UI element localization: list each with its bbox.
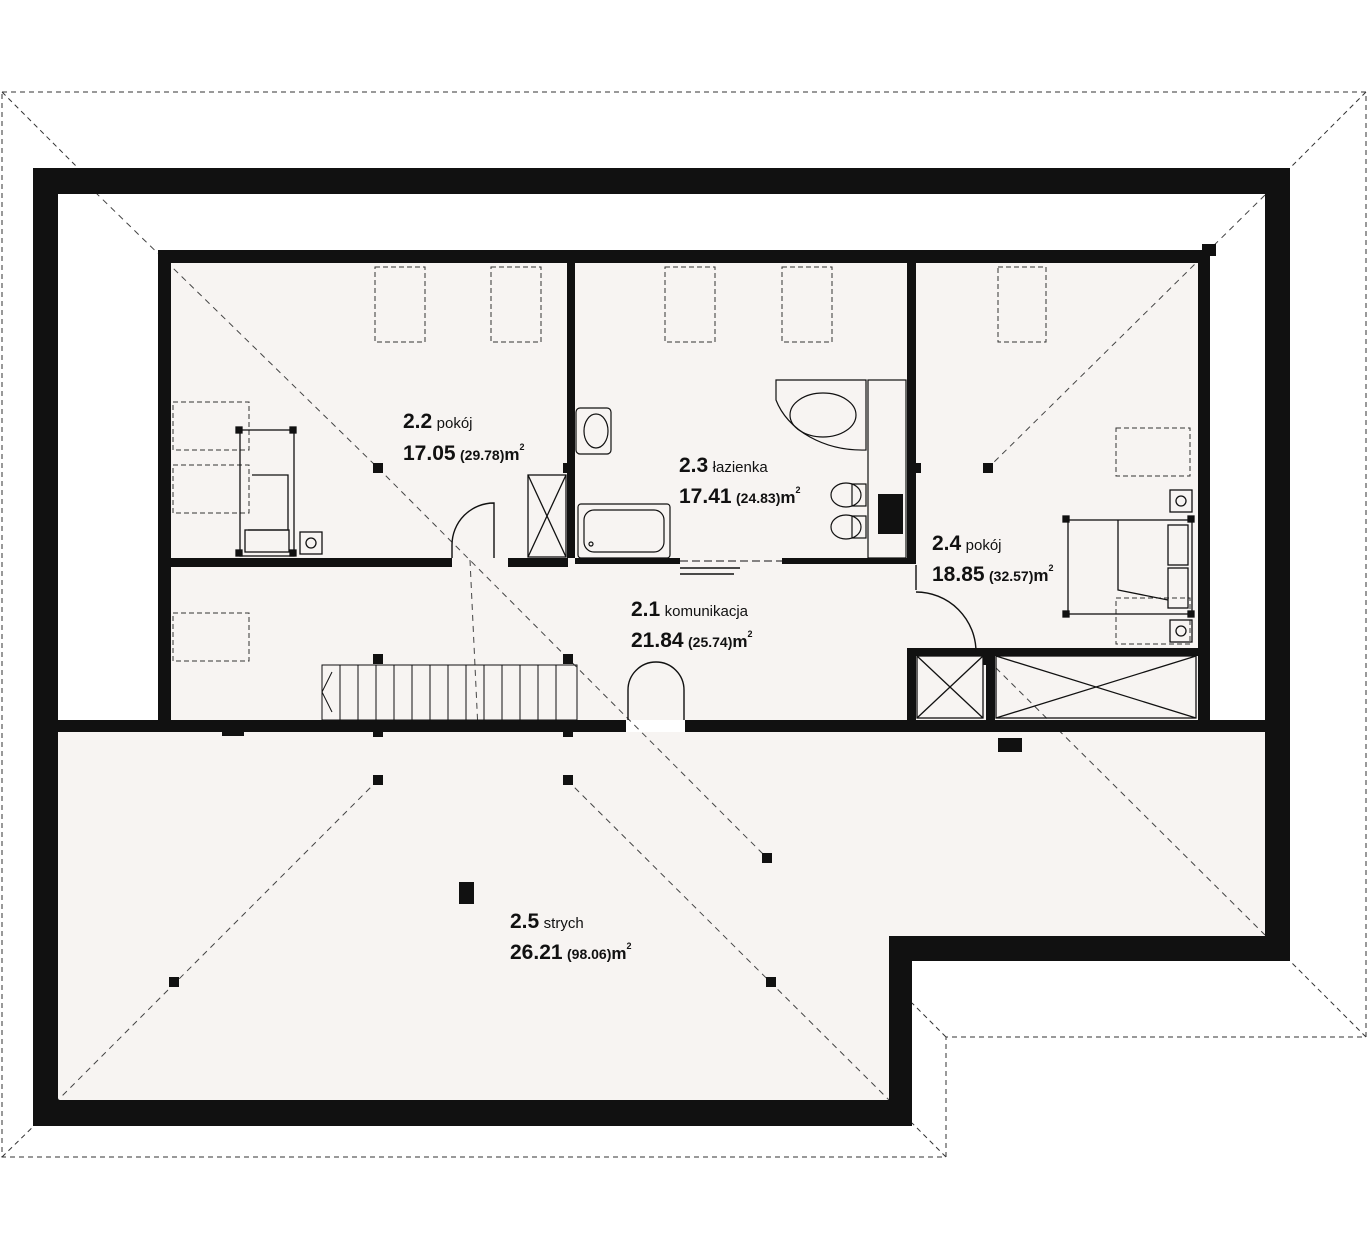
svg-text:2.5 strych: 2.5 strych — [510, 910, 584, 933]
room-number: 2.2 — [403, 410, 432, 433]
room-gross-area: (24.83) — [736, 490, 780, 506]
room-label-2-4: 2.4 pokój 18.85 (32.57)m2 — [932, 532, 1054, 586]
room-unit-sup: 2 — [627, 941, 632, 951]
room-label-2-1: 2.1 komunikacja 21.84 (25.74)m2 — [631, 598, 753, 652]
room-label-2-3: 2.3 łazienka 17.41 (24.83)m2 — [679, 454, 801, 508]
room-number: 2.4 — [932, 532, 962, 555]
room-label-2-2: 2.2 pokój 17.05 (29.78)m2 — [403, 410, 525, 465]
room-name: pokój — [966, 537, 1002, 554]
room-unit-sup: 2 — [796, 485, 801, 495]
svg-text:21.84 (25.74)m2: 21.84 (25.74)m2 — [631, 629, 753, 652]
room-name: strych — [544, 915, 584, 932]
room-area: 26.21 — [510, 941, 563, 964]
room-name: łazienka — [713, 459, 769, 476]
interior-walls — [58, 244, 1265, 752]
svg-text:2.3 łazienka: 2.3 łazienka — [679, 454, 768, 477]
room-unit-sup: 2 — [748, 629, 753, 639]
room-number: 2.1 — [631, 598, 661, 621]
double-bed — [1062, 489, 1195, 643]
svg-text:18.85 (32.57)m2: 18.85 (32.57)m2 — [932, 563, 1054, 586]
single-bed — [235, 426, 323, 557]
room-gross-area: (98.06) — [567, 946, 611, 962]
roof-posts — [169, 463, 993, 987]
room-name: komunikacja — [665, 603, 749, 620]
svg-text:2.4 pokój: 2.4 pokój — [932, 532, 1002, 555]
room-unit: m — [780, 488, 795, 507]
room-name: pokój — [437, 415, 473, 432]
closets — [527, 474, 1197, 719]
room-area: 18.85 — [932, 563, 985, 586]
room-gross-area: (32.57) — [989, 568, 1033, 584]
svg-text:17.05 (29.78)m2: 17.05 (29.78)m2 — [403, 442, 525, 465]
floor-fill — [58, 262, 1265, 1100]
stairs — [321, 664, 578, 721]
outer-walls — [33, 168, 1290, 1126]
room-label-2-5: 2.5 strych 26.21 (98.06)m2 — [510, 910, 632, 964]
room-unit: m — [504, 445, 519, 464]
room-number: 2.3 — [679, 454, 708, 477]
roof-windows — [172, 266, 1191, 662]
bathroom-fixtures — [575, 379, 907, 559]
room-area: 17.05 — [403, 442, 456, 465]
svg-text:17.41 (24.83)m2: 17.41 (24.83)m2 — [679, 485, 801, 508]
room-area: 17.41 — [679, 485, 732, 508]
room-unit: m — [611, 944, 626, 963]
room-unit: m — [732, 632, 747, 651]
room-area: 21.84 — [631, 629, 684, 652]
svg-text:2.2 pokój: 2.2 pokój — [403, 410, 473, 433]
room-gross-area: (25.74) — [688, 634, 732, 650]
svg-text:2.1 komunikacja: 2.1 komunikacja — [631, 598, 749, 621]
room-gross-area: (29.78) — [460, 447, 504, 463]
svg-text:26.21 (98.06)m2: 26.21 (98.06)m2 — [510, 941, 632, 964]
room-unit: m — [1033, 566, 1048, 585]
room-number: 2.5 — [510, 910, 540, 933]
room-unit-sup: 2 — [520, 442, 525, 452]
room-unit-sup: 2 — [1049, 563, 1054, 573]
sliding-door — [680, 560, 782, 575]
roof-outline — [1, 91, 1367, 1158]
doors — [451, 502, 977, 720]
